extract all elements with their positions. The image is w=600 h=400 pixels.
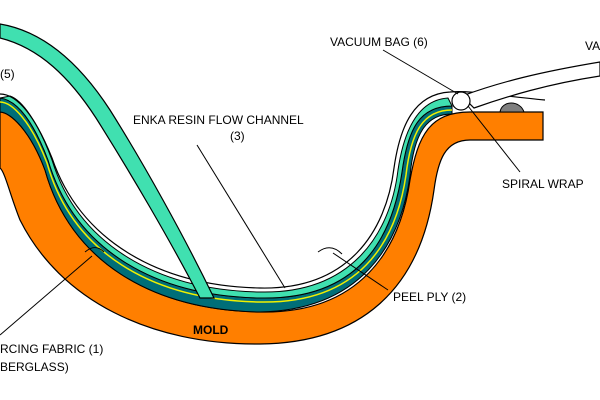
label-enka-line1: ENKA RESIN FLOW CHANNEL (133, 113, 304, 127)
vacuum-line-tube (460, 61, 600, 109)
label-spiral-wrap: SPIRAL WRAP (502, 177, 584, 191)
label-vacuum-partial: VA (585, 39, 600, 53)
label-fabric-line1: RCING FABRIC (1) (0, 342, 103, 356)
leader-fabric (0, 255, 93, 336)
spiral-wrap (451, 91, 471, 111)
peel-ply (0, 101, 453, 303)
leader-spiral-wrap (467, 105, 521, 173)
peel-ply-edge-left (84, 247, 105, 253)
label-mold: MOLD (193, 323, 229, 337)
label-inlet-number: (5) (0, 67, 15, 81)
enka-flow-layer (0, 95, 453, 299)
leader-vacuum-bag (382, 49, 459, 95)
resin-inlet-tube (0, 23, 215, 299)
label-enka-line2: (3) (230, 129, 245, 143)
label-fabric-line2: BERGLASS) (0, 360, 69, 374)
sealant-tape (499, 102, 525, 113)
label-vacuum-bag: VACUUM BAG (6) (330, 35, 428, 49)
label-peel-ply: PEEL PLY (2) (393, 290, 466, 304)
leader-enka (196, 144, 286, 289)
leader-peel-ply (332, 252, 389, 291)
peel-ply-edge-right (317, 247, 343, 255)
vacuum-bag-film (0, 91, 546, 289)
